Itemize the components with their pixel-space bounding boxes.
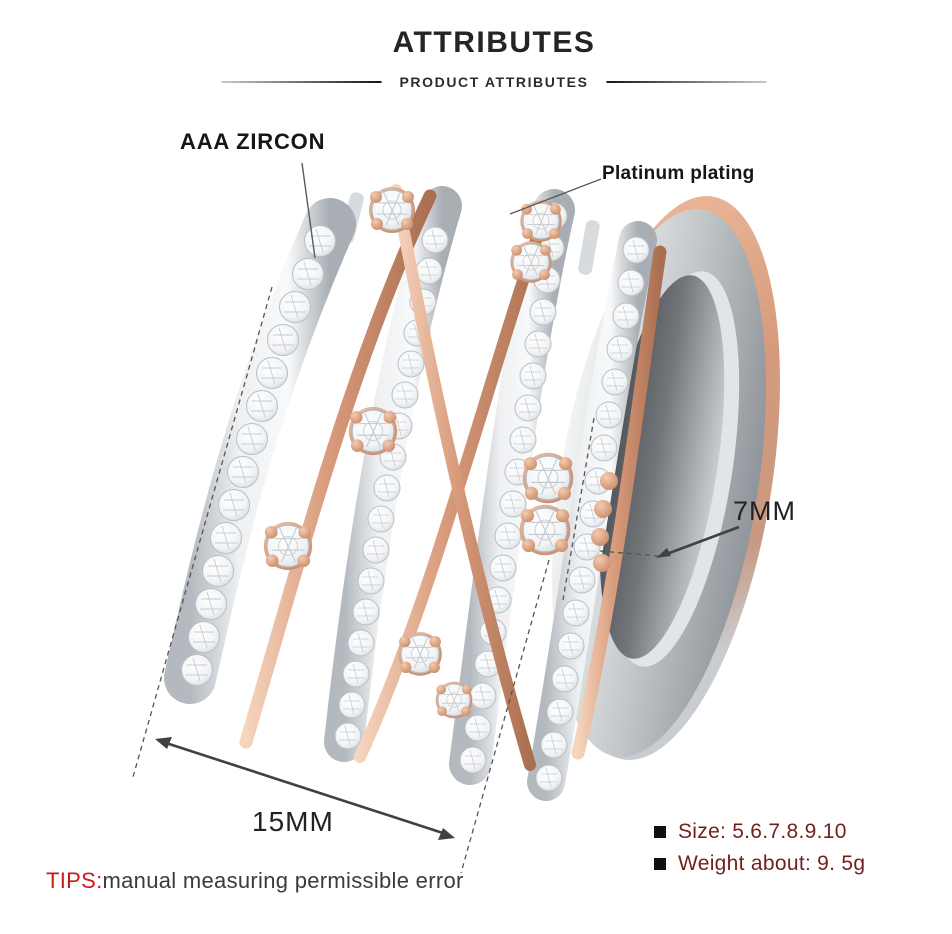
ring-face bbox=[164, 184, 667, 801]
plating-label: Platinum plating bbox=[602, 163, 755, 184]
spec-row-weight: Weight about:9. 5g bbox=[654, 852, 865, 876]
spec-weight-text: Weight about:9. 5g bbox=[678, 852, 866, 875]
bullet-square-icon bbox=[654, 826, 666, 838]
subtitle-row: PRODUCT ATTRIBUTES bbox=[221, 74, 767, 90]
page-subtitle: PRODUCT ATTRIBUTES bbox=[399, 74, 589, 90]
spec-row-size: Size:5.6.7.8.9.10 bbox=[654, 820, 865, 844]
rose-gold-bands bbox=[239, 184, 667, 771]
band-width-measure bbox=[562, 417, 740, 601]
face-width-measure bbox=[132, 286, 550, 874]
tips-text: manual measuring permissible error bbox=[102, 868, 464, 893]
spec-size-text: Size:5.6.7.8.9.10 bbox=[678, 820, 847, 843]
zircon-pointer-line bbox=[301, 162, 316, 259]
bullet-square-icon bbox=[654, 858, 666, 870]
spec-list: Size:5.6.7.8.9.10 Weight about:9. 5g bbox=[654, 820, 865, 884]
plating-pointer-line bbox=[509, 178, 602, 215]
divider-line-left bbox=[221, 81, 382, 83]
tips-note: TIPS:manual measuring permissible error bbox=[46, 868, 464, 894]
tips-prefix: TIPS: bbox=[46, 868, 103, 893]
band-width-label: 7MM bbox=[733, 496, 796, 526]
divider-line-right bbox=[606, 81, 767, 83]
gold-flutes bbox=[591, 472, 618, 572]
zircon-label: AAA ZIRCON bbox=[180, 129, 326, 154]
page-title: ATTRIBUTES bbox=[392, 26, 596, 59]
face-width-label: 15MM bbox=[252, 806, 334, 837]
measurement-overlay bbox=[132, 162, 740, 874]
